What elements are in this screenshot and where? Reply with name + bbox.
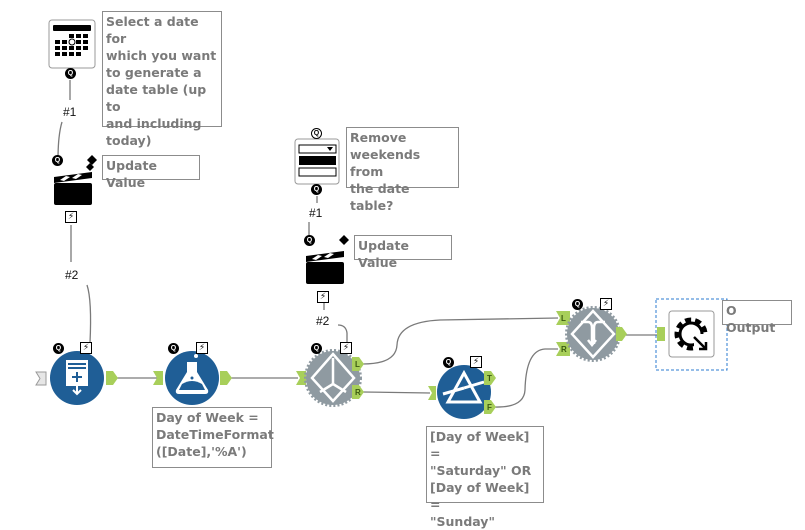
clapperboard-icon — [306, 251, 344, 284]
question-badge: Q — [52, 155, 63, 166]
action-tool-1[interactable] — [0, 163, 94, 205]
connection-label2-to-detour[interactable] — [337, 324, 348, 343]
generate-rows-output-anchor[interactable] — [106, 371, 118, 385]
question-badge: Q — [443, 357, 454, 368]
detour-input-anchor[interactable] — [296, 371, 306, 385]
action-tool-2[interactable] — [306, 251, 344, 284]
detour-end-output-anchor[interactable] — [616, 327, 627, 341]
action-lightning-icon: ⚡ — [80, 342, 92, 354]
dropdown-interface-annotation: Remove weekends from the date table? — [346, 127, 459, 213]
filter-true-anchor[interactable] — [484, 371, 496, 385]
action-lightning-icon: ⚡ — [340, 342, 352, 354]
connection-label: #2 — [65, 268, 79, 282]
macro-output-input-anchor[interactable] — [657, 327, 665, 341]
filter-true-anchor-label: T — [487, 374, 492, 383]
detour-end-right-anchor[interactable] — [556, 342, 570, 356]
action-lightning-icon: ⚡ — [470, 356, 482, 368]
flask-icon — [175, 348, 209, 394]
connection-label2-to-generate[interactable] — [86, 284, 92, 344]
filter-tool[interactable] — [428, 365, 496, 419]
detour-icon — [310, 352, 356, 403]
action-lightning-icon: ⚡ — [196, 342, 208, 354]
question-badge: Q — [53, 343, 64, 354]
date-interface-tool[interactable] — [48, 19, 96, 69]
connection-detour-L-to-detour-end[interactable] — [362, 317, 559, 365]
formula-output-anchor[interactable] — [220, 371, 232, 385]
detour-right-anchor[interactable] — [352, 385, 364, 399]
macro-output-tool[interactable] — [655, 298, 728, 371]
filter-prism-icon — [442, 369, 485, 404]
clapperboard-icon — [54, 163, 94, 205]
macro-output-gear-icon — [674, 317, 710, 351]
detour-end-right-anchor-label: R — [561, 345, 567, 354]
formula-annotation: Day of Week = DateTimeFormat ([Date],'%A… — [152, 407, 274, 468]
question-badge: Q — [168, 343, 179, 354]
connection-label: #2 — [316, 314, 330, 328]
action-lightning-icon: ⚡ — [317, 291, 329, 303]
question-badge: Q — [311, 343, 322, 354]
macro-output-annotation: O Output — [722, 300, 792, 335]
connection-label: #1 — [63, 105, 77, 119]
question-badge: Q — [311, 184, 322, 195]
date-interface-annotation: Select a date for which you want to gene… — [102, 11, 222, 148]
action-lightning-icon: ⚡ — [65, 211, 77, 223]
generate-rows-input-anchor[interactable] — [35, 371, 47, 386]
question-badge: Q — [304, 235, 315, 246]
detour-end-left-anchor-label: L — [561, 314, 566, 323]
connection-label: #1 — [309, 206, 323, 220]
connection-detour-R-to-filter[interactable] — [362, 391, 431, 394]
detour-left-anchor[interactable] — [352, 357, 364, 371]
detour-right-anchor-label: R — [355, 388, 361, 397]
formula-tool[interactable] — [153, 348, 232, 406]
generate-rows-tool[interactable] — [35, 351, 118, 405]
detour-end-left-anchor[interactable] — [556, 311, 570, 325]
question-badge: Q — [311, 128, 322, 139]
question-badge: Q — [572, 299, 583, 310]
action-2-annotation: Update Value — [354, 235, 452, 270]
connection-filter-F-to-detour-end[interactable] — [493, 348, 558, 408]
detour-tool[interactable] — [296, 349, 364, 407]
filter-false-anchor[interactable] — [484, 400, 496, 414]
action-lightning-icon: ⚡ — [600, 298, 612, 310]
action-1-diamond-icon — [87, 155, 97, 165]
detour-end-tool[interactable] — [556, 306, 627, 362]
action-2-diamond-icon — [339, 235, 349, 245]
action-1-annotation: Update Value — [102, 155, 200, 190]
formula-input-anchor[interactable] — [153, 371, 163, 385]
detour-left-anchor-label: L — [355, 360, 360, 369]
filter-annotation: [Day of Week] = "Saturday" OR [Day of We… — [426, 426, 544, 529]
dropdown-list-icon — [298, 144, 337, 177]
filter-false-anchor-label: F — [487, 403, 492, 412]
calendar-icon — [53, 25, 91, 56]
detour-end-icon — [570, 309, 616, 359]
filter-input-anchor[interactable] — [428, 386, 436, 400]
question-badge: Q — [65, 68, 76, 79]
connections — [57, 80, 658, 408]
generate-rows-icon — [66, 360, 88, 396]
dropdown-interface-tool[interactable] — [294, 138, 340, 185]
